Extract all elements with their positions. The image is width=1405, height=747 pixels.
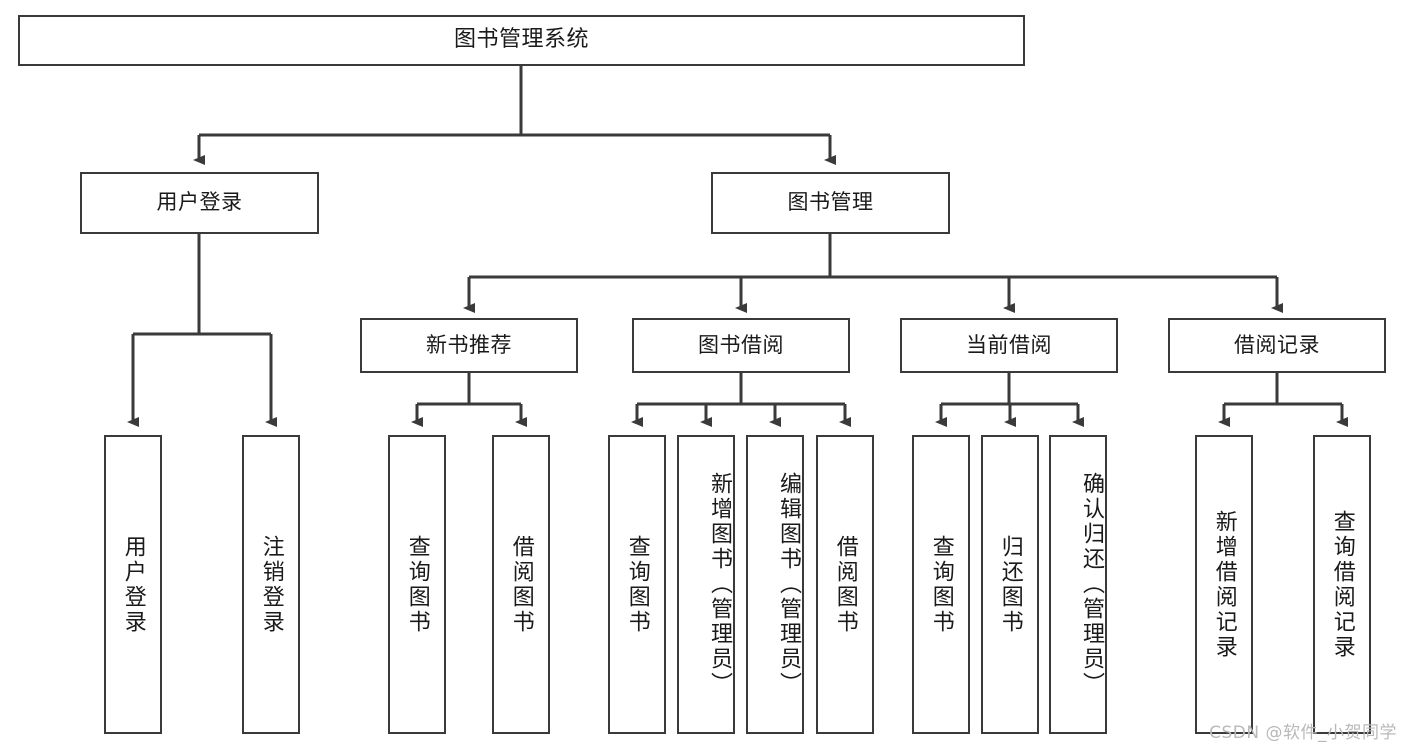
node-label: 查询借阅记录 xyxy=(1329,509,1355,660)
node-label: 用户登录 xyxy=(156,190,243,215)
node-label: 编辑图书（管理员） xyxy=(776,472,801,697)
leaf-borrow-book-2[interactable]: 借阅图书 xyxy=(816,435,874,734)
node-label: 借阅记录 xyxy=(1234,332,1320,357)
node-label: 图书管理 xyxy=(787,190,874,215)
node-user-login[interactable]: 用户登录 xyxy=(80,172,319,234)
leaf-add-borrow-record[interactable]: 新增借阅记录 xyxy=(1195,435,1253,734)
node-label: 图书借阅 xyxy=(698,332,784,357)
leaf-user-login[interactable]: 用户登录 xyxy=(104,435,162,734)
leaf-edit-book-admin[interactable]: 编辑图书（管理员） xyxy=(746,435,804,734)
node-label: 图书管理系统 xyxy=(453,27,589,53)
node-book-management[interactable]: 图书管理 xyxy=(711,172,950,234)
node-new-book-recommendation[interactable]: 新书推荐 xyxy=(360,318,578,373)
node-current-borrowing[interactable]: 当前借阅 xyxy=(900,318,1118,373)
leaf-return-book[interactable]: 归还图书 xyxy=(981,435,1039,734)
node-book-borrowing[interactable]: 图书借阅 xyxy=(632,318,850,373)
node-label: 查询图书 xyxy=(928,534,954,635)
node-label: 确认归还（管理员） xyxy=(1079,472,1104,697)
node-label: 归还图书 xyxy=(997,534,1023,635)
leaf-query-book-2[interactable]: 查询图书 xyxy=(608,435,666,734)
node-label: 新增图书（管理员） xyxy=(707,472,732,697)
node-label: 借阅图书 xyxy=(832,534,858,635)
node-label: 用户登录 xyxy=(120,534,146,635)
leaf-query-borrow-record[interactable]: 查询借阅记录 xyxy=(1313,435,1371,734)
leaf-add-book-admin[interactable]: 新增图书（管理员） xyxy=(677,435,735,734)
node-label: 查询图书 xyxy=(624,534,650,635)
node-label: 借阅图书 xyxy=(508,534,534,635)
node-borrowing-record[interactable]: 借阅记录 xyxy=(1168,318,1386,373)
leaf-borrow-book-1[interactable]: 借阅图书 xyxy=(492,435,550,734)
leaf-logout[interactable]: 注销登录 xyxy=(242,435,300,734)
watermark-text: CSDN @软件_小贺同学 xyxy=(1209,723,1397,743)
leaf-query-book-3[interactable]: 查询图书 xyxy=(912,435,970,734)
node-label: 注销登录 xyxy=(258,534,284,635)
leaf-confirm-return-admin[interactable]: 确认归还（管理员） xyxy=(1049,435,1107,734)
node-label: 当前借阅 xyxy=(966,332,1052,357)
node-label: 新增借阅记录 xyxy=(1211,509,1237,660)
node-label: 新书推荐 xyxy=(426,332,512,357)
node-root-book-management-system[interactable]: 图书管理系统 xyxy=(18,15,1025,66)
leaf-query-book-1[interactable]: 查询图书 xyxy=(388,435,446,734)
node-label: 查询图书 xyxy=(404,534,430,635)
